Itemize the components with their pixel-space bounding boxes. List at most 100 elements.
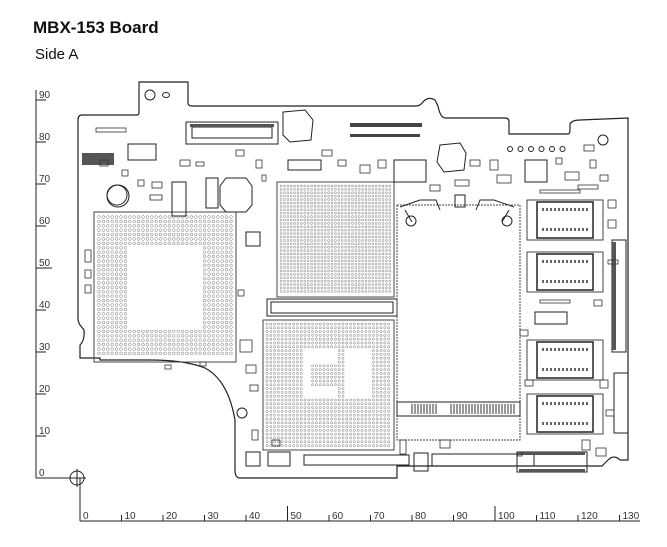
solder-ball bbox=[220, 290, 224, 294]
solder-ball bbox=[364, 208, 368, 212]
solder-ball bbox=[381, 239, 385, 242]
solder-ball bbox=[110, 215, 114, 219]
solder-ball bbox=[375, 360, 379, 364]
solder-ball bbox=[323, 225, 327, 229]
solder-ball bbox=[318, 337, 322, 341]
solder-ball bbox=[340, 249, 344, 252]
solder-ball bbox=[293, 184, 296, 188]
solder-ball bbox=[293, 194, 296, 198]
solder-ball bbox=[123, 334, 128, 338]
solder-ball bbox=[110, 250, 114, 254]
solder-ball bbox=[337, 259, 341, 263]
smd-part bbox=[164, 364, 172, 370]
solder-ball bbox=[283, 215, 286, 218]
solder-ball bbox=[364, 198, 368, 201]
solder-ball bbox=[273, 360, 276, 364]
solder-ball bbox=[345, 337, 349, 341]
solder-ball bbox=[207, 263, 211, 268]
solder-ball bbox=[269, 429, 273, 432]
vram-pad bbox=[562, 208, 564, 211]
solder-ball bbox=[317, 279, 320, 283]
solder-ball bbox=[337, 235, 341, 239]
solder-ball bbox=[317, 249, 320, 252]
solder-ball bbox=[216, 215, 220, 219]
solder-ball bbox=[194, 228, 198, 232]
solder-ball bbox=[361, 259, 364, 263]
solder-ball bbox=[379, 444, 383, 447]
solder-ball bbox=[224, 246, 229, 250]
solder-ball bbox=[299, 326, 303, 330]
solder-ball bbox=[317, 235, 320, 239]
solder-ball bbox=[368, 322, 371, 326]
solder-ball bbox=[303, 290, 307, 293]
solder-ball bbox=[364, 322, 368, 326]
solder-ball bbox=[128, 338, 132, 342]
solder-ball bbox=[158, 342, 163, 347]
solder-ball bbox=[119, 334, 123, 338]
solder-ball bbox=[381, 205, 385, 208]
solder-ball bbox=[372, 364, 375, 368]
solder-ball bbox=[299, 391, 303, 394]
solder-ball bbox=[292, 372, 295, 375]
solder-ball bbox=[194, 237, 198, 241]
solder-ball bbox=[311, 406, 314, 409]
solder-ball bbox=[385, 205, 388, 208]
solder-ball bbox=[286, 245, 290, 249]
vram-chip bbox=[526, 251, 604, 293]
solder-ball bbox=[123, 351, 128, 356]
solder-ball bbox=[364, 194, 368, 198]
solder-ball bbox=[374, 252, 378, 256]
solder-ball bbox=[347, 290, 351, 293]
solder-ball bbox=[279, 262, 283, 266]
solder-ball bbox=[185, 215, 189, 219]
vram-chip bbox=[526, 339, 604, 381]
solder-ball bbox=[330, 266, 334, 269]
solder-ball bbox=[211, 338, 216, 342]
solder-ball bbox=[300, 262, 303, 266]
solder-ball bbox=[353, 326, 356, 330]
solder-ball bbox=[383, 337, 387, 341]
solder-ball bbox=[318, 368, 322, 371]
solder-ball bbox=[288, 402, 292, 406]
vram-pad bbox=[546, 402, 548, 405]
solder-ball bbox=[327, 225, 330, 229]
solder-ball bbox=[361, 235, 364, 239]
solder-ball bbox=[320, 235, 324, 239]
vram-pad bbox=[558, 228, 560, 231]
solder-ball bbox=[334, 417, 337, 421]
solder-ball bbox=[374, 184, 378, 188]
solder-ball bbox=[347, 273, 351, 276]
solder-ball bbox=[388, 249, 392, 252]
solder-ball bbox=[354, 198, 358, 201]
solder-ball bbox=[114, 276, 119, 281]
solder-ball bbox=[344, 235, 347, 239]
solder-ball bbox=[364, 290, 368, 293]
solder-ball bbox=[288, 360, 292, 364]
solder-ball bbox=[330, 242, 334, 246]
board-outline bbox=[77, 81, 629, 479]
mounting-hole bbox=[144, 89, 156, 101]
solder-ball bbox=[347, 228, 351, 232]
solder-ball bbox=[277, 398, 280, 402]
solder-ball bbox=[172, 351, 176, 356]
solder-ball bbox=[318, 379, 322, 383]
solder-ball bbox=[323, 184, 327, 188]
solder-ball bbox=[310, 266, 313, 269]
solder-ball bbox=[337, 398, 341, 402]
solder-ball bbox=[273, 440, 276, 444]
solder-ball bbox=[356, 326, 360, 330]
ic-chip bbox=[524, 159, 548, 183]
solder-ball bbox=[340, 266, 344, 269]
solder-ball bbox=[202, 338, 207, 342]
solder-ball bbox=[371, 273, 375, 276]
solder-ball bbox=[150, 329, 154, 334]
vram-pad bbox=[550, 348, 552, 351]
solder-ball bbox=[337, 225, 341, 229]
solder-ball bbox=[326, 375, 330, 379]
solder-ball bbox=[101, 237, 106, 241]
solder-ball bbox=[330, 259, 334, 263]
solder-ball bbox=[326, 341, 330, 345]
solder-ball bbox=[145, 342, 150, 347]
solder-ball bbox=[279, 198, 283, 201]
solder-ball bbox=[387, 440, 390, 444]
